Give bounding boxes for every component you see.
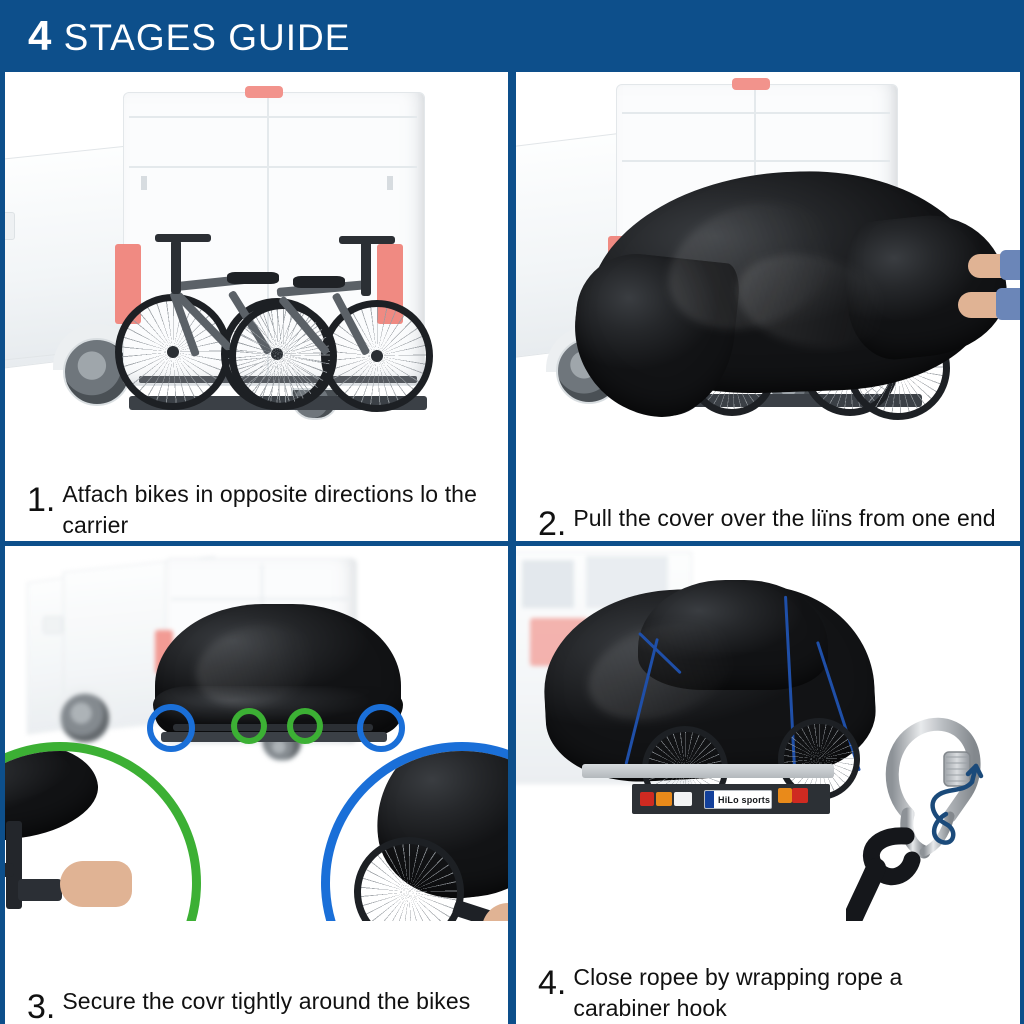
step-1-caption: 1. Atfach bikes in opposite directions l… xyxy=(5,473,508,541)
annotation-circle-green-right xyxy=(287,708,323,744)
step-3-text: Secure the covr tightly around the bikes xyxy=(62,988,471,1014)
step-2-text: Pull the cover over the liïns from one e… xyxy=(573,505,996,531)
step-2-image xyxy=(516,76,1020,448)
step-4-caption: 4. Close ropee by wrapping rope a carabi… xyxy=(516,956,1020,1024)
step-panel-1: 1. Atfach bikes in opposite directions l… xyxy=(5,76,508,541)
step-3-image xyxy=(5,546,508,921)
step-3-caption: 3. Secure the covr tightly around the bi… xyxy=(5,980,508,1024)
plate-text: HiLo sports xyxy=(718,794,771,805)
rope-tail xyxy=(846,858,886,921)
left-edge-border xyxy=(0,72,5,1024)
annotation-circle-blue-right xyxy=(357,704,405,752)
curly-arrow-icon xyxy=(930,763,984,845)
plate-eu-band xyxy=(705,791,714,808)
step-4-image: HiLo sports xyxy=(516,546,1020,921)
step-panel-4: HiLo sports xyxy=(516,546,1020,1024)
annotation-circle-blue-left xyxy=(147,704,195,752)
bike-cover-hump xyxy=(638,580,828,690)
step-2-caption: 2. Pull the cover over the liïns from on… xyxy=(516,497,1020,541)
step-1-text: Atfach bikes in opposite directions lo t… xyxy=(62,480,477,538)
carabiner-illustration xyxy=(846,717,984,921)
horizontal-divider xyxy=(0,541,1024,546)
vertical-divider xyxy=(508,72,516,1024)
step-panel-3: 3. Secure the covr tightly around the bi… xyxy=(5,546,508,1024)
step-panel-2: 2. Pull the cover over the liïns from on… xyxy=(516,76,1020,541)
step-4-text: Close ropee by wrapping rope a carabiner… xyxy=(573,963,903,1021)
detail-inset-strap xyxy=(5,742,201,921)
hand-right xyxy=(60,861,132,907)
step-3-number: 3. xyxy=(27,988,56,1024)
sleeve-lower xyxy=(996,288,1020,320)
sleeve-upper xyxy=(1000,250,1020,280)
annotation-circle-green-left xyxy=(231,708,267,744)
detail-inset-cover-edge xyxy=(321,742,508,921)
step-1-image xyxy=(5,76,508,448)
step-1-number: 1. xyxy=(27,480,56,519)
header-number: 4 xyxy=(28,12,53,59)
step-2-number: 2. xyxy=(538,505,567,541)
license-plate: HiLo sports xyxy=(704,790,772,809)
right-edge-border xyxy=(1020,72,1024,1024)
page-title: 4 STAGES GUIDE xyxy=(0,12,350,60)
carrier-tray xyxy=(582,764,834,778)
header-banner: 4 STAGES GUIDE xyxy=(0,0,1024,72)
header-title-rest: STAGES GUIDE xyxy=(52,17,351,58)
step-4-number: 4. xyxy=(538,963,567,1002)
strap-buckle xyxy=(18,879,62,901)
